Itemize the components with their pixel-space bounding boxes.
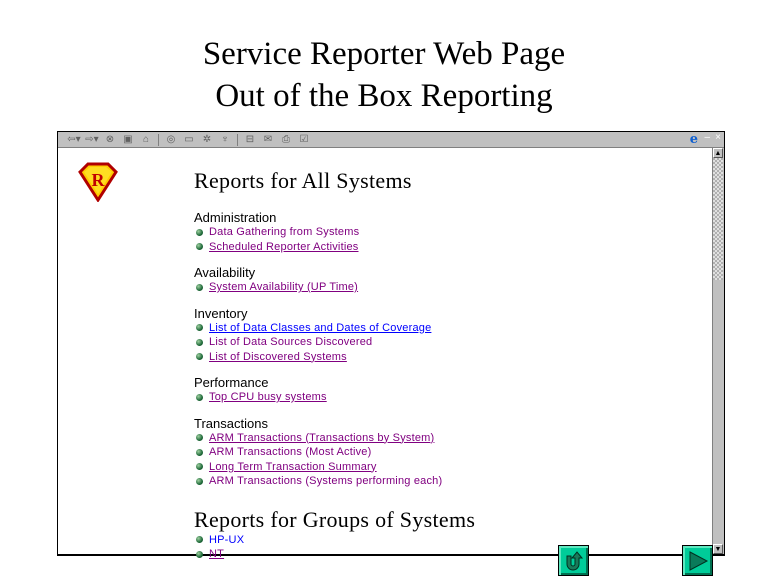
refresh-icon[interactable]: ▣ <box>123 134 133 145</box>
home-icon[interactable]: ⌂ <box>142 134 150 145</box>
link-long-term-summary[interactable]: Long Term Transaction Summary <box>209 460 377 473</box>
section-availability: Availability <box>194 265 256 280</box>
bullet-icon <box>196 228 203 236</box>
heading-all-systems: Reports for All Systems <box>194 168 412 193</box>
bullet-icon <box>196 448 203 456</box>
next-slide-button[interactable] <box>682 545 713 576</box>
search-icon[interactable]: ◎ <box>166 134 176 145</box>
favorites-icon[interactable]: ▭ <box>184 134 194 145</box>
link-hp-ux[interactable]: HP-UX <box>209 533 245 546</box>
toolbar-divider <box>237 133 238 146</box>
link-arm-systems-performing[interactable]: ARM Transactions (Systems performing eac… <box>209 475 443 487</box>
slide-title-line1: Service Reporter Web Page <box>202 36 566 72</box>
scroll-thumb[interactable] <box>713 158 723 280</box>
minimize-button[interactable]: – <box>704 132 710 143</box>
bullet-icon <box>196 353 203 361</box>
scroll-down-button[interactable]: ▼ <box>713 544 723 554</box>
link-system-availability[interactable]: System Availability (UP Time) <box>209 281 359 293</box>
section-transactions: Transactions <box>194 415 268 431</box>
page-content: Reports for All Systems Administration D… <box>194 168 475 562</box>
close-button[interactable]: × <box>715 132 721 143</box>
play-icon <box>689 550 708 571</box>
link-scheduled-activities[interactable]: Scheduled Reporter Activities <box>209 240 359 253</box>
heading-groups: Reports for Groups of Systems <box>194 506 476 532</box>
bullet-icon <box>196 550 203 558</box>
link-data-sources[interactable]: List of Data Sources Discovered <box>209 336 373 348</box>
toolbar-divider <box>158 133 159 146</box>
browser-toolbar: ⇦▾ ⇨▾ ⊗ ▣ ⌂ ◎ ▭ ✲ ♆ ⊟ ✉ ⎙ ☑ e – × <box>58 132 724 148</box>
u-turn-icon <box>566 550 583 570</box>
section-inventory: Inventory <box>194 305 248 321</box>
bullet-icon <box>196 536 203 544</box>
ie-logo-icon: e <box>689 132 698 147</box>
vertical-scrollbar[interactable]: ▲ ▼ <box>712 148 724 554</box>
fullscreen-icon[interactable]: ⊟ <box>245 134 255 145</box>
bullet-icon <box>196 324 203 332</box>
bullet-icon <box>196 463 203 471</box>
back-icon[interactable]: ⇦▾ <box>67 134 81 145</box>
print-icon[interactable]: ⎙ <box>282 134 290 145</box>
bullet-icon <box>196 477 203 485</box>
slide-title-line2: Out of the Box Reporting <box>215 78 553 114</box>
reporter-logo-icon: R <box>78 162 118 202</box>
section-administration: Administration <box>194 210 277 225</box>
mail-icon[interactable]: ✉ <box>263 134 273 145</box>
history-icon[interactable]: ✲ <box>202 134 212 145</box>
section-performance: Performance <box>194 375 269 390</box>
channels-icon[interactable]: ♆ <box>221 134 229 145</box>
svg-text:R: R <box>92 170 106 190</box>
edit-icon[interactable]: ☑ <box>299 134 309 145</box>
stop-icon[interactable]: ⊗ <box>105 134 115 145</box>
link-data-classes[interactable]: List of Data Classes and Dates of Covera… <box>209 321 432 334</box>
link-arm-by-system[interactable]: ARM Transactions (Transactions by System… <box>209 431 435 444</box>
bullet-icon <box>196 283 203 291</box>
link-arm-most-active[interactable]: ARM Transactions (Most Active) <box>209 446 372 458</box>
bullet-icon <box>196 434 203 442</box>
scroll-up-button[interactable]: ▲ <box>713 148 723 158</box>
return-button[interactable] <box>558 545 589 576</box>
browser-window: ⇦▾ ⇨▾ ⊗ ▣ ⌂ ◎ ▭ ✲ ♆ ⊟ ✉ ⎙ ☑ e – × ▲ ▼ R … <box>57 131 725 560</box>
link-top-cpu[interactable]: Top CPU busy systems <box>209 391 327 403</box>
link-data-gathering[interactable]: Data Gathering from Systems <box>209 226 360 238</box>
link-nt[interactable]: NT <box>209 548 225 560</box>
bullet-icon <box>196 243 203 251</box>
bullet-icon <box>196 393 203 401</box>
forward-icon[interactable]: ⇨▾ <box>85 134 99 145</box>
bullet-icon <box>196 338 203 346</box>
link-discovered-systems[interactable]: List of Discovered Systems <box>209 350 347 363</box>
